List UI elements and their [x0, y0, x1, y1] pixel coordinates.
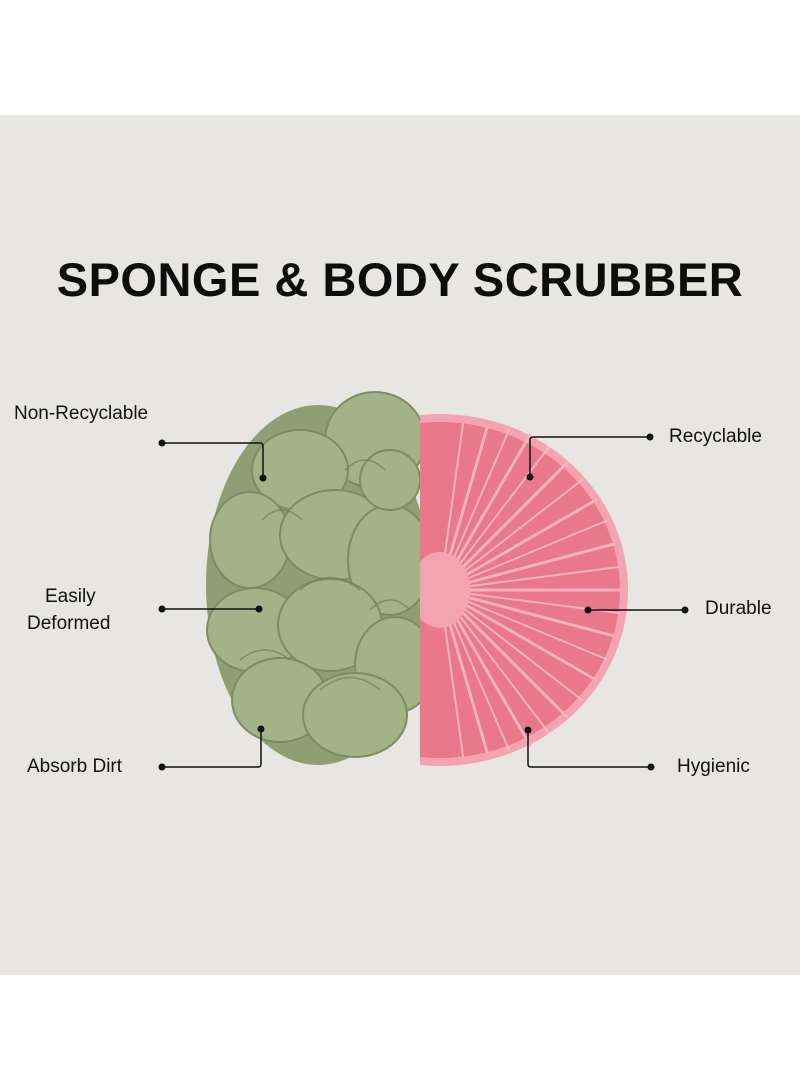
label-hygienic: Hygienic — [677, 756, 750, 777]
connector-absorb-dirt — [162, 728, 262, 768]
connector-recyclable — [529, 436, 648, 476]
connector-hygienic — [527, 729, 650, 768]
label-recyclable: Recyclable — [669, 426, 762, 447]
page-title: SPONGE & BODY SCRUBBER — [56, 253, 744, 306]
label-durable: Durable — [705, 598, 772, 619]
connector-non-recyclable — [162, 442, 264, 477]
mesh-sponge-image — [206, 391, 420, 765]
silicone-scrubber-image — [420, 414, 628, 766]
label-non-recyclable: Non-Recyclable — [14, 403, 149, 424]
label-absorb-dirt: Absorb Dirt — [27, 756, 123, 777]
label-deformed: Deformed — [27, 613, 111, 634]
label-easily: Easily — [45, 586, 96, 607]
